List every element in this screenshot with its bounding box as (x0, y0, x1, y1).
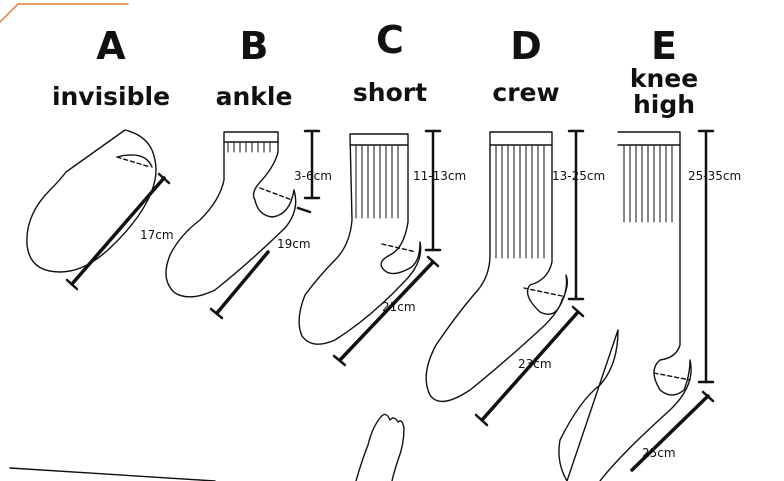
sock-a-heel (116, 154, 153, 168)
sock-e-foot-label: 25cm (642, 446, 676, 460)
sock-e-height-label: 25-35cm (688, 169, 742, 183)
sock-e-name-line2: high (632, 90, 696, 119)
sock-c-name: short (352, 78, 428, 107)
sock-b-foot-label: 19cm (277, 237, 311, 251)
sock-e-outline (558, 131, 692, 481)
sock-c-height-label: 11-13cm (413, 169, 467, 183)
sock-d-foot-label: 23cm (518, 357, 552, 371)
sock-a-outline (26, 129, 157, 273)
sock-b-foot-measure (215, 250, 270, 315)
bare-foot-sketch (355, 413, 405, 481)
sock-d-foot-measure (480, 310, 580, 422)
sock-e-name-line1: knee (629, 64, 699, 93)
sock-d-outline (425, 131, 569, 403)
sock-b-letter: B (239, 24, 269, 68)
sock-e-heel-dash (653, 372, 691, 381)
sock-a-foot-label: 17cm (140, 228, 174, 242)
sock-d-letter: D (510, 24, 542, 68)
sock-d-height-label: 13-25cm (552, 169, 606, 183)
sock-c-foot-label: 21cm (382, 300, 416, 314)
floor-line (9, 467, 216, 481)
sock-a-letter: A (96, 24, 126, 68)
sock-e-letter: E (651, 24, 677, 68)
sock-b-name: ankle (215, 82, 293, 111)
sock-c-outline (298, 133, 422, 345)
corner-accent-line (0, 3, 129, 23)
sock-c-foot-measure (338, 260, 435, 362)
sock-a-name: invisible (51, 82, 171, 111)
sock-b-outline (165, 131, 297, 298)
sock-b-height-label: 3-6cm (294, 169, 332, 183)
sock-d-name: crew (492, 78, 560, 107)
sock-d-heel-dash (523, 287, 563, 297)
sock-a-foot-measure (70, 176, 166, 286)
sock-c-heel-dash (381, 243, 417, 253)
sock-b-heel-dash (259, 187, 293, 201)
sock-a-heel-dash (116, 156, 151, 168)
sock-e-foot-measure (630, 394, 710, 472)
sock-c-letter: C (376, 18, 404, 62)
